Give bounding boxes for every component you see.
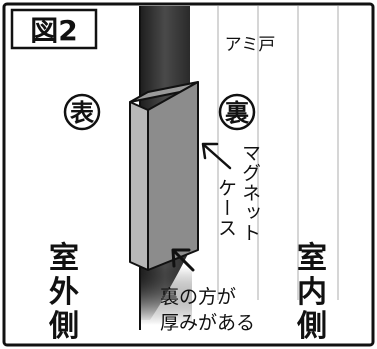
back-marker: 裏 — [218, 93, 256, 131]
indoor-char-2: 内 — [297, 275, 327, 310]
figure-label: 図2 — [30, 14, 77, 47]
magnet-case — [129, 81, 199, 271]
figure-label-box: 図2 — [10, 8, 98, 50]
magnet-case-line-1: マグネット — [239, 143, 261, 243]
thicker-back-arrow — [171, 248, 195, 272]
front-marker-text: 表 — [70, 99, 95, 127]
magnet-case-callout: マグネット ケース — [215, 143, 261, 243]
screen-mesh — [217, 6, 339, 300]
magnet-case-line-2: ケース — [215, 178, 237, 238]
thicker-back-line-1: 裏の方が — [160, 286, 236, 308]
back-marker-text: 裏 — [224, 99, 250, 127]
front-marker: 表 — [63, 93, 101, 131]
magnet-case-front — [147, 81, 199, 271]
back-marker-circle — [218, 93, 256, 131]
outdoor-char-1: 室 — [49, 241, 79, 276]
magnet-case-side — [129, 101, 149, 271]
thicker-back-line-2: 厚みがある — [160, 312, 255, 334]
front-marker-circle — [63, 93, 101, 131]
magnet-case-arrow — [201, 142, 232, 170]
indoor-char-1: 室 — [297, 241, 327, 276]
indoor-side-label: 室 内 側 — [296, 241, 327, 344]
outdoor-char-3: 側 — [48, 309, 79, 344]
outdoor-side-label: 室 外 側 — [48, 241, 79, 344]
outdoor-char-2: 外 — [49, 275, 79, 310]
screen-label: アミ戸 — [225, 35, 276, 55]
indoor-char-3: 側 — [296, 309, 327, 344]
